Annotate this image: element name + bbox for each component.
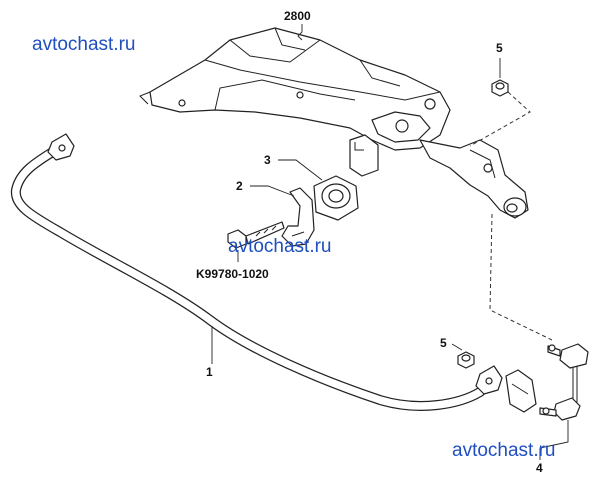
label-frame: 2800 bbox=[284, 9, 311, 23]
watermark-top: avtochast.ru bbox=[32, 34, 136, 55]
label-bushing: 3 bbox=[264, 153, 271, 167]
label-nut-bottom: 5 bbox=[440, 336, 447, 350]
assembly-line-top bbox=[469, 91, 531, 147]
bracket-clamp bbox=[250, 185, 315, 247]
subframe-crossmember bbox=[139, 24, 529, 219]
nut-bottom bbox=[451, 343, 475, 369]
label-nut-top: 5 bbox=[496, 41, 503, 55]
assembly-line-link bbox=[489, 213, 553, 341]
label-bolt-code: K99780-1020 bbox=[196, 267, 269, 281]
bolt bbox=[227, 221, 285, 262]
watermark-middle: avtochast.ru bbox=[228, 236, 332, 257]
stabilizer-link bbox=[505, 343, 589, 460]
watermark-bottom: avtochast.ru bbox=[452, 440, 556, 461]
label-stabilizer-bar: 1 bbox=[206, 365, 213, 379]
bushing bbox=[278, 159, 359, 221]
stabilizer-bar bbox=[10, 133, 503, 411]
label-link: 4 bbox=[536, 461, 543, 475]
nut-top bbox=[491, 58, 509, 97]
label-bracket: 2 bbox=[236, 179, 243, 193]
